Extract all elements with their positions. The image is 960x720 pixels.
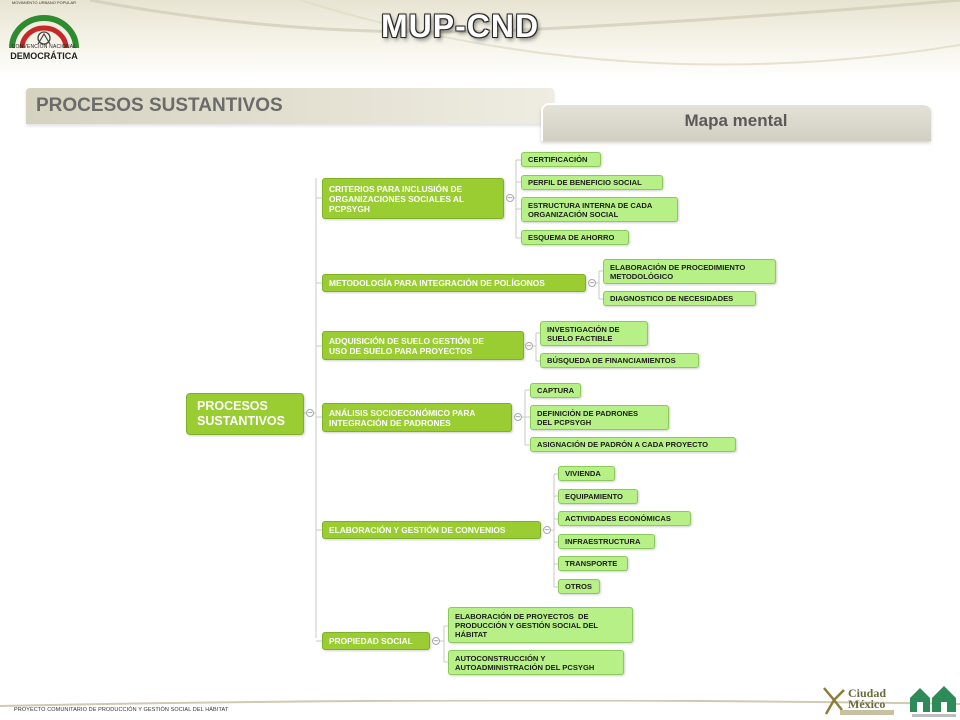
branch-propiedad-social[interactable]: PROPIEDAD SOCIAL: [322, 632, 430, 650]
leaf-actividades-economicas[interactable]: ACTIVIDADES ECONÓMICAS: [558, 511, 691, 526]
branch-analisis-socioeconomico[interactable]: ANÁLISIS SOCIOECONÓMICO PARA INTEGRACIÓN…: [322, 403, 512, 432]
collapse-toggle-adquisicion[interactable]: –: [525, 341, 533, 350]
leaf-transporte[interactable]: TRANSPORTE: [558, 556, 628, 571]
logo-line-democratica: DEMOCRÁTICA: [10, 51, 78, 61]
branch-convenios[interactable]: ELABORACIÓN Y GESTIÓN DE CONVENIOS: [322, 521, 541, 539]
header-swoosh: [89, 0, 960, 66]
house-logo-icon: [910, 686, 956, 717]
leaf-perfil-beneficio[interactable]: PERFIL DE BENEFICIO SOCIAL: [521, 175, 663, 190]
leaf-infraestructura[interactable]: INFRAESTRUCTURA: [558, 534, 655, 549]
page-title: MUP-CND: [380, 8, 540, 44]
leaf-definicion-padrones[interactable]: DEFINICIÓN DE PADRONES DEL PCPSYGH: [530, 405, 669, 430]
leaf-asignacion-padron[interactable]: ASIGNACIÓN DE PADRÓN A CADA PROYECTO: [530, 437, 736, 452]
collapse-toggle-criterios[interactable]: –: [506, 193, 514, 202]
mup-logo: [9, 15, 79, 49]
logo-arc-text: MOVIMIENTO URBANO POPULAR: [11, 0, 77, 5]
collapse-toggle-analisis[interactable]: –: [514, 412, 522, 421]
branch-criterios[interactable]: CRITERIOS PARA INCLUSIÓN DE ORGANIZACION…: [322, 178, 504, 219]
node-root-procesos-sustantivos[interactable]: PROCESOS SUSTANTIVOS: [186, 393, 304, 435]
leaf-autoconstruccion[interactable]: AUTOCONSTRUCCIÓN Y AUTOADMINISTRACIÓN DE…: [448, 650, 624, 675]
leaf-esquema-ahorro[interactable]: ESQUEMA DE AHORRO: [521, 230, 629, 245]
collapse-toggle-metodologia[interactable]: –: [588, 278, 596, 287]
leaf-busqueda-financiamientos[interactable]: BÚSQUEDA DE FINANCIAMIENTOS: [540, 353, 699, 368]
tab-mapa-mental[interactable]: [541, 103, 931, 141]
branch-adquisicion-suelo[interactable]: ADQUISICIÓN DE SUELO GESTIÓN DE USO DE S…: [322, 331, 524, 360]
collapse-toggle-propiedad[interactable]: –: [432, 636, 440, 645]
branch-metodologia[interactable]: METODOLOGÍA PARA INTEGRACIÓN DE POLÍGONO…: [322, 274, 586, 292]
ciudad-mexico-wordmark: Ciudad México: [848, 686, 887, 711]
leaf-equipamiento[interactable]: EQUIPAMIENTO: [558, 489, 638, 504]
collapse-toggle-root[interactable]: –: [306, 408, 314, 417]
leaf-estructura-interna[interactable]: ESTRUCTURA INTERNA DE CADA ORGANIZACIÓN …: [521, 197, 678, 222]
leaf-vivienda[interactable]: VIVIENDA: [558, 466, 615, 481]
leaf-otros[interactable]: OTROS: [558, 579, 600, 594]
leaf-elaboracion-proyectos[interactable]: ELABORACIÓN DE PROYECTOS DE PRODUCCIÓN Y…: [448, 607, 633, 643]
footer-text: PROYECTO COMUNITARIO DE PRODUCCIÓN Y GES…: [14, 707, 229, 713]
section-bar: [26, 88, 554, 124]
leaf-certificacion[interactable]: CERTIFICACIÓN: [521, 152, 601, 167]
tab-mapa-mental-label: Mapa mental: [684, 111, 788, 130]
ciudad-mexico-logo-icon: [823, 687, 894, 715]
leaf-captura[interactable]: CAPTURA: [530, 383, 581, 398]
footer-swoosh: [0, 700, 960, 707]
leaf-investigacion-suelo[interactable]: INVESTIGACIÓN DE SUELO FACTIBLE: [540, 321, 648, 346]
logo-line-convencion: CONVENCIÓN NACIONAL: [11, 44, 77, 50]
leaf-diagnostico-necesidades[interactable]: DIAGNOSTICO DE NECESIDADES: [603, 291, 756, 306]
leaf-elaboracion-procedimiento[interactable]: ELABORACIÓN DE PROCEDIMIENTO METODOLÓGIC…: [603, 259, 776, 284]
section-title: PROCESOS SUSTANTIVOS: [36, 95, 283, 116]
collapse-toggle-convenios[interactable]: –: [543, 525, 551, 534]
